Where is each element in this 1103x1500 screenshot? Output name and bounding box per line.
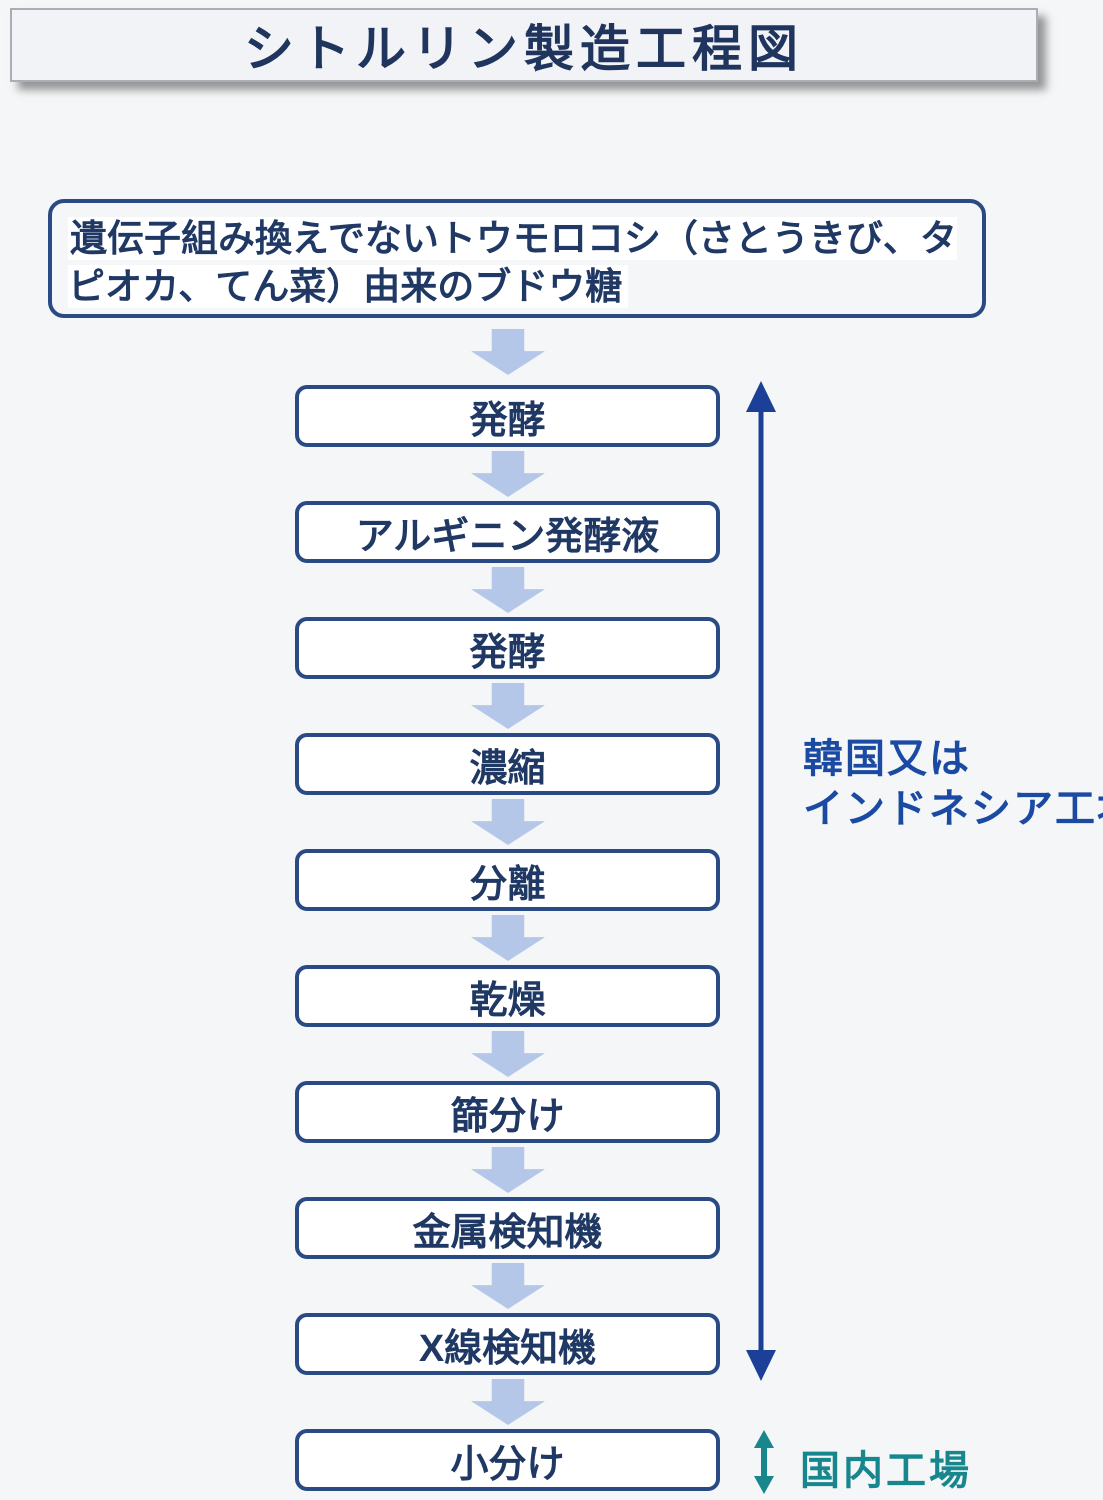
step-box-separation: 分離 <box>295 849 720 911</box>
overseas-factory-line1: 韓国又は <box>803 737 971 781</box>
down-arrow-icon <box>471 329 545 375</box>
step-box-xray-detector: X線検知機 <box>295 1313 720 1375</box>
source-material-text: 遺伝子組み換えでないトウモロコシ（さとうきび、タピオカ、てん菜）由来のブドウ糖 <box>68 217 957 308</box>
down-arrow-icon <box>471 683 545 729</box>
down-arrow-icon <box>471 1379 545 1425</box>
step-label: 濃縮 <box>469 747 546 790</box>
step-label: 金属検知機 <box>412 1211 603 1254</box>
down-arrow-icon <box>471 915 545 961</box>
step-box-sieving: 篩分け <box>295 1081 720 1143</box>
step-box-arginine-broth: アルギニン発酵液 <box>295 501 720 563</box>
step-label: 分離 <box>469 863 546 906</box>
step-box-drying: 乾燥 <box>295 965 720 1027</box>
overseas-factory-line2: インドネシア工場 <box>803 787 1103 831</box>
down-arrow-icon <box>471 1031 545 1077</box>
step-box-metal-detector: 金属検知機 <box>295 1197 720 1259</box>
double-arrow-overseas-icon <box>746 381 776 1381</box>
page-title: シトルリン製造工程図 <box>244 21 804 77</box>
step-label: 篩分け <box>450 1095 565 1138</box>
step-label: 発酵 <box>469 631 546 674</box>
title-banner: シトルリン製造工程図 <box>10 8 1038 82</box>
down-arrow-icon <box>471 567 545 613</box>
step-label: 乾燥 <box>469 979 546 1022</box>
step-label: 発酵 <box>469 399 546 442</box>
overseas-factory-label: 韓国又は インドネシア工場 <box>803 734 1103 834</box>
step-box-packaging: 小分け <box>295 1429 720 1491</box>
step-box-concentration: 濃縮 <box>295 733 720 795</box>
down-arrow-icon <box>471 1263 545 1309</box>
step-box-fermentation-2: 発酵 <box>295 617 720 679</box>
step-label: アルギニン発酵液 <box>355 515 660 558</box>
down-arrow-icon <box>471 1147 545 1193</box>
down-arrow-icon <box>471 799 545 845</box>
step-box-fermentation-1: 発酵 <box>295 385 720 447</box>
step-label: 小分け <box>450 1443 565 1486</box>
step-label: X線検知機 <box>418 1327 597 1370</box>
double-arrow-domestic-icon <box>754 1430 774 1494</box>
down-arrow-icon <box>471 451 545 497</box>
domestic-factory-label: 国内工場 <box>800 1449 972 1493</box>
source-material-box: 遺伝子組み換えでないトウモロコシ（さとうきび、タピオカ、てん菜）由来のブドウ糖 <box>48 199 986 318</box>
